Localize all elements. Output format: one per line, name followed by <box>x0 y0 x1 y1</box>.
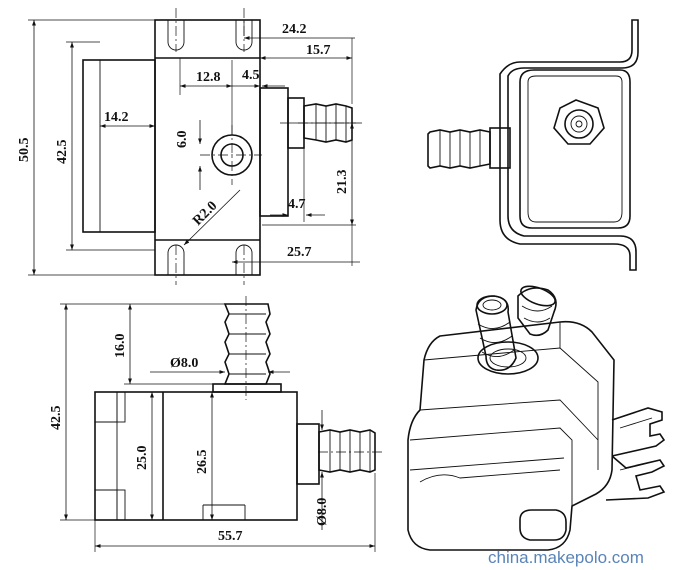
top-view-dimensions <box>28 19 360 276</box>
top-view <box>82 8 362 285</box>
dim-26-5: 26.5 <box>195 450 210 475</box>
dim-12-8: 12.8 <box>196 70 221 85</box>
dim-25-7: 25.7 <box>287 245 312 260</box>
dim-25-0: 25.0 <box>135 446 150 471</box>
dim-4-7: 4.7 <box>288 197 306 212</box>
dim-4-5: 4.5 <box>242 68 260 83</box>
dim-16-0: 16.0 <box>113 334 128 359</box>
dim-55-7: 55.7 <box>218 529 243 544</box>
side-view-dimensions <box>60 303 376 552</box>
dim-15-7: 15.7 <box>306 43 331 58</box>
side-view <box>94 296 385 521</box>
dim-6-0: 6.0 <box>175 131 190 149</box>
isometric-view <box>407 285 666 551</box>
dim-r2-0: R2.0 <box>190 199 220 229</box>
watermark: china.makepolo.com <box>488 548 644 567</box>
dim-24-2: 24.2 <box>282 22 307 37</box>
dim-14-2: 14.2 <box>104 110 129 125</box>
dim-42-5-top: 42.5 <box>55 140 70 165</box>
dim-phi-8-0-top: Ø8.0 <box>170 356 198 371</box>
front-view <box>427 19 639 271</box>
dim-21-3: 21.3 <box>335 170 350 195</box>
dim-phi-8-0-side: Ø8.0 <box>315 498 330 526</box>
dim-50-5: 50.5 <box>17 138 32 163</box>
dim-42-5-side: 42.5 <box>49 406 64 431</box>
